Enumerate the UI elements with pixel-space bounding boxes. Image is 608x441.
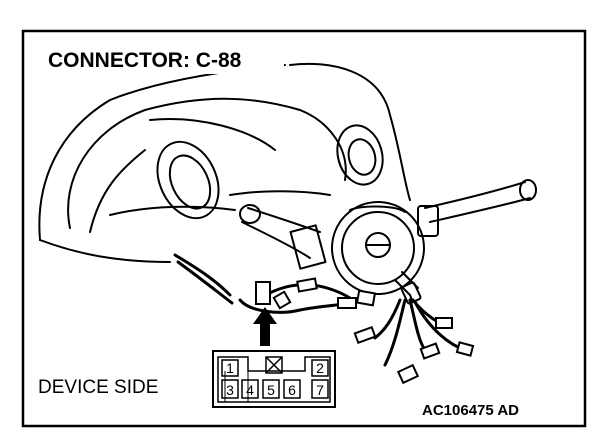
connector-outline	[212, 350, 336, 408]
connector-shell	[217, 356, 331, 403]
pin-7-label: 7	[316, 382, 324, 398]
device-side-label: DEVICE SIDE	[38, 377, 158, 398]
reference-code: AC106475 AD	[422, 402, 519, 419]
steering-column-illustration	[38, 62, 537, 305]
pin-5-label: 5	[267, 382, 275, 398]
pin-4-label: 4	[246, 382, 254, 398]
connector-face: 1 2 3 4 5 6 7	[212, 350, 336, 408]
connector-title: CONNECTOR: C-88	[48, 49, 242, 72]
crossed-box-icon	[265, 356, 283, 374]
pin-6-label: 6	[288, 382, 296, 398]
connector-c88-body	[255, 281, 271, 305]
pin-1-label: 1	[226, 360, 234, 376]
diagram-frame	[21, 29, 587, 428]
pin-cell	[221, 359, 239, 377]
pin-3-label: 3	[226, 382, 234, 398]
pin-cell	[311, 359, 329, 377]
pin-2-label: 2	[316, 360, 324, 376]
up-arrow-icon	[253, 307, 277, 346]
pigtail-connectors	[255, 277, 475, 385]
